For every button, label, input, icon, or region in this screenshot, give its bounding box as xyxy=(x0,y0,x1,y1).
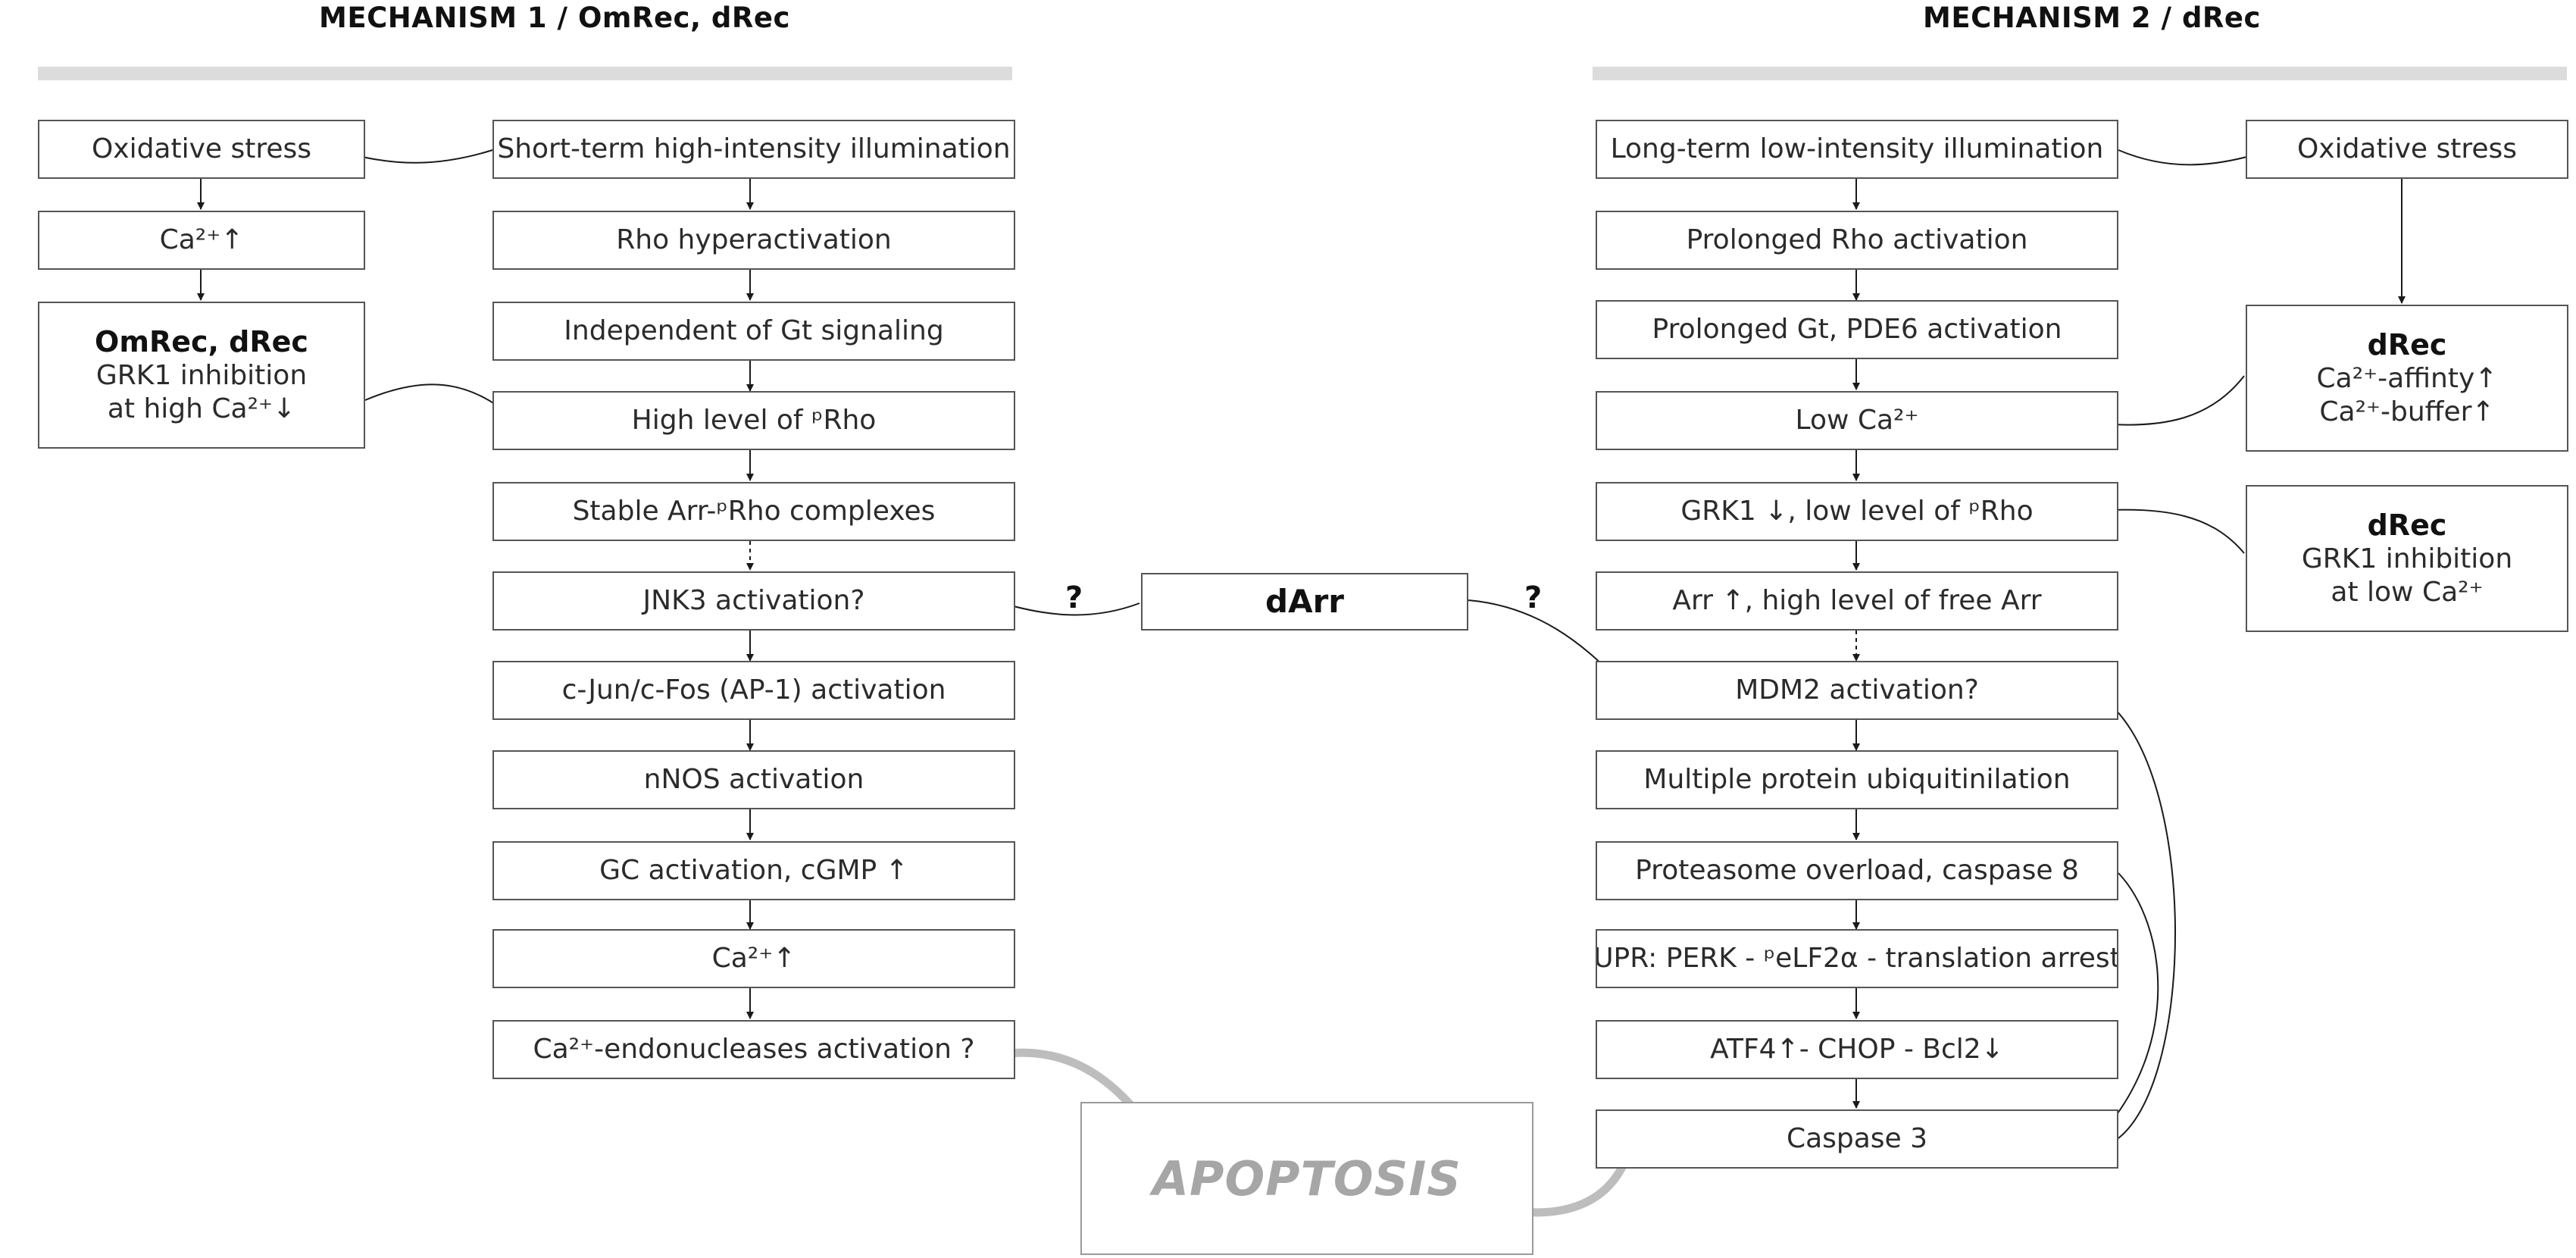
m2-curve-illum-to-oxidative xyxy=(2118,149,2267,166)
m1-ca-up-box: Ca²⁺↑ xyxy=(38,211,365,270)
m2-step-box-7: MDM2 activation? xyxy=(1596,661,2118,720)
m1-step-box-3: Independent of Gt signaling xyxy=(492,302,1015,361)
m1-step-label-9: GC activation, cGMP ↑ xyxy=(599,855,908,887)
question-mark-left: ? xyxy=(1065,580,1083,615)
m2-drec1-line2: Ca²⁺-buffer↑ xyxy=(2319,396,2495,428)
m1-step-label-2: Rho hyperactivation xyxy=(616,224,892,256)
m2-step-label-12: Caspase 3 xyxy=(1786,1123,1928,1155)
m2-step-label-4: Low Ca²⁺ xyxy=(1795,405,1919,437)
m1-step-box-11: Ca²⁺-endonucleases activation ? xyxy=(492,1020,1015,1079)
m2-drec2-line2: at low Ca²⁺ xyxy=(2331,577,2484,609)
m1-step-label-11: Ca²⁺-endonucleases activation ? xyxy=(533,1034,975,1066)
m1-step-box-7: c-Jun/c-Fos (AP-1) activation xyxy=(492,661,1015,720)
m1-step-label-6: JNK3 activation? xyxy=(642,585,865,617)
m1-step-box-1: Short-term high-intensity illumination xyxy=(492,120,1015,179)
m2-step-label-3: Prolonged Gt, PDE6 activation xyxy=(1652,314,2062,346)
apoptosis-label: APOPTOSIS xyxy=(1152,1150,1462,1206)
m2-step-label-1: Long-term low-intensity illumination xyxy=(1610,133,2104,165)
m2-curve-proteasome-to-caspase3 xyxy=(2098,872,2159,1138)
m2-step-label-6: Arr ↑, high level of free Arr xyxy=(1672,585,2042,617)
m1-omrec-line1: GRK1 inhibition xyxy=(95,360,308,392)
m2-step-box-11: ATF4↑- CHOP - Bcl2↓ xyxy=(1596,1020,2118,1079)
m2-drec1-line1: Ca²⁺-affinty↑ xyxy=(2316,363,2498,395)
m2-drec-affinity-box: dRec Ca²⁺-affinty↑ Ca²⁺-buffer↑ xyxy=(2246,305,2568,452)
m1-oxidative-stress-label: Oxidative stress xyxy=(91,133,312,165)
m2-step-box-5: GRK1 ↓, low level of ᵖRho xyxy=(1596,482,2118,541)
m2-step-box-2: Prolonged Rho activation xyxy=(1596,211,2118,270)
darr-label: dArr xyxy=(1265,583,1344,621)
m2-curve-drec-to-grk1 xyxy=(2091,505,2245,554)
m2-step-box-3: Prolonged Gt, PDE6 activation xyxy=(1596,300,2118,359)
m2-step-box-8: Multiple protein ubiquitinilation xyxy=(1596,750,2118,809)
m1-step-label-5: Stable Arr-ᵖRho complexes xyxy=(572,496,936,527)
m1-step-box-6: JNK3 activation? xyxy=(492,571,1015,631)
m2-step-label-2: Prolonged Rho activation xyxy=(1686,224,2028,256)
m2-drec2-line1: GRK1 inhibition xyxy=(2301,543,2513,575)
m2-step-box-9: Proteasome overload, caspase 8 xyxy=(1596,841,2118,900)
m1-step-box-4: High level of ᵖRho xyxy=(492,391,1015,450)
mechanism1-header: MECHANISM 1 / OmRec, dRec xyxy=(319,2,790,34)
mechanism2-divider-bar xyxy=(1593,67,2567,80)
m2-oxidative-stress-box: Oxidative stress xyxy=(2246,120,2568,179)
m1-step-box-8: nNOS activation xyxy=(492,750,1015,809)
m2-curve-drec-to-lowca xyxy=(2091,375,2245,430)
mechanism1-divider-bar xyxy=(38,67,1012,80)
m2-step-label-8: Multiple protein ubiquitinilation xyxy=(1643,764,2071,796)
m1-step-box-5: Stable Arr-ᵖRho complexes xyxy=(492,482,1015,541)
m2-step-box-1: Long-term low-intensity illumination xyxy=(1596,120,2118,179)
m1-omrec-title: OmRec, dRec xyxy=(95,324,308,358)
m1-step-label-3: Independent of Gt signaling xyxy=(564,315,944,347)
m2-step-box-4: Low Ca²⁺ xyxy=(1596,391,2118,450)
m2-step-label-7: MDM2 activation? xyxy=(1735,674,1979,706)
m2-step-label-5: GRK1 ↓, low level of ᵖRho xyxy=(1680,496,2034,527)
m1-step-box-10: Ca²⁺↑ xyxy=(492,929,1015,988)
m1-oxidative-stress-box: Oxidative stress xyxy=(38,120,365,179)
darr-box: dArr xyxy=(1141,573,1468,631)
apoptosis-box: APOPTOSIS xyxy=(1080,1102,1533,1255)
m2-step-label-9: Proteasome overload, caspase 8 xyxy=(1635,855,2079,887)
m1-step-label-8: nNOS activation xyxy=(643,764,864,796)
m1-step-box-9: GC activation, cGMP ↑ xyxy=(492,841,1015,900)
m2-drec-grk1-box: dRec GRK1 inhibition at low Ca²⁺ xyxy=(2246,485,2568,632)
m2-step-label-11: ATF4↑- CHOP - Bcl2↓ xyxy=(1710,1034,2004,1066)
m2-oxidative-stress-label: Oxidative stress xyxy=(2296,133,2518,165)
m1-omrec-line2: at high Ca²⁺↓ xyxy=(107,393,296,425)
m1-step-box-2: Rho hyperactivation xyxy=(492,211,1015,270)
m2-step-box-12: Caspase 3 xyxy=(1596,1109,2118,1169)
m2-step-box-10: UPR: PERK - ᵖeLF2α - translation arrest xyxy=(1596,929,2118,988)
m1-ca-up-label: Ca²⁺↑ xyxy=(159,224,244,256)
m2-drec1-title: dRec xyxy=(2367,327,2447,361)
m1-omrec-box: OmRec, dRec GRK1 inhibition at high Ca²⁺… xyxy=(38,302,365,449)
m1-step-label-4: High level of ᵖRho xyxy=(631,405,877,437)
m2-drec2-title: dRec xyxy=(2367,508,2447,542)
m2-step-box-6: Arr ↑, high level of free Arr xyxy=(1596,571,2118,631)
m1-step-label-1: Short-term high-intensity illumination xyxy=(497,133,1011,165)
m1-step-label-7: c-Jun/c-Fos (AP-1) activation xyxy=(561,674,946,706)
mechanism2-header: MECHANISM 2 / dRec xyxy=(1923,2,2261,34)
m1-step-label-10: Ca²⁺↑ xyxy=(711,943,796,975)
m2-curve-caspase3-inhibits-mdm2 xyxy=(2098,695,2176,1139)
m2-step-label-10: UPR: PERK - ᵖeLF2α - translation arrest xyxy=(1596,943,2118,975)
question-mark-right: ? xyxy=(1524,580,1543,615)
